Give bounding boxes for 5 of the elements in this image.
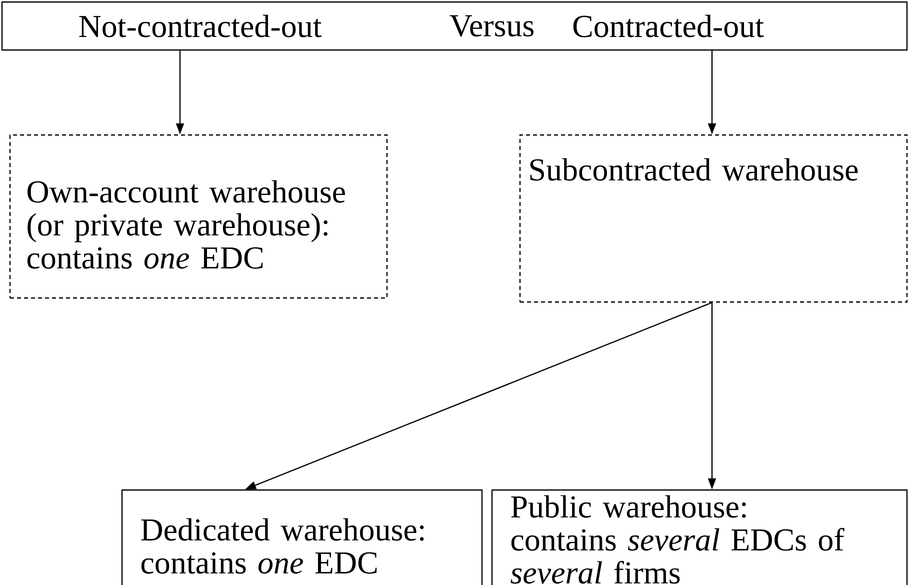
dashed-box: Own-account warehouse (or private warehouse): contains one EDC [9, 134, 388, 299]
process-box: Public warehouse: contains several EDCs of several firms [491, 489, 908, 585]
dashed-box: Subcontracted warehouse [519, 134, 908, 303]
process-box: Dedicated warehouse: contains one EDC [121, 489, 483, 585]
header-bar: Not-contracted-out Versus Contracted-out [1, 1, 908, 51]
